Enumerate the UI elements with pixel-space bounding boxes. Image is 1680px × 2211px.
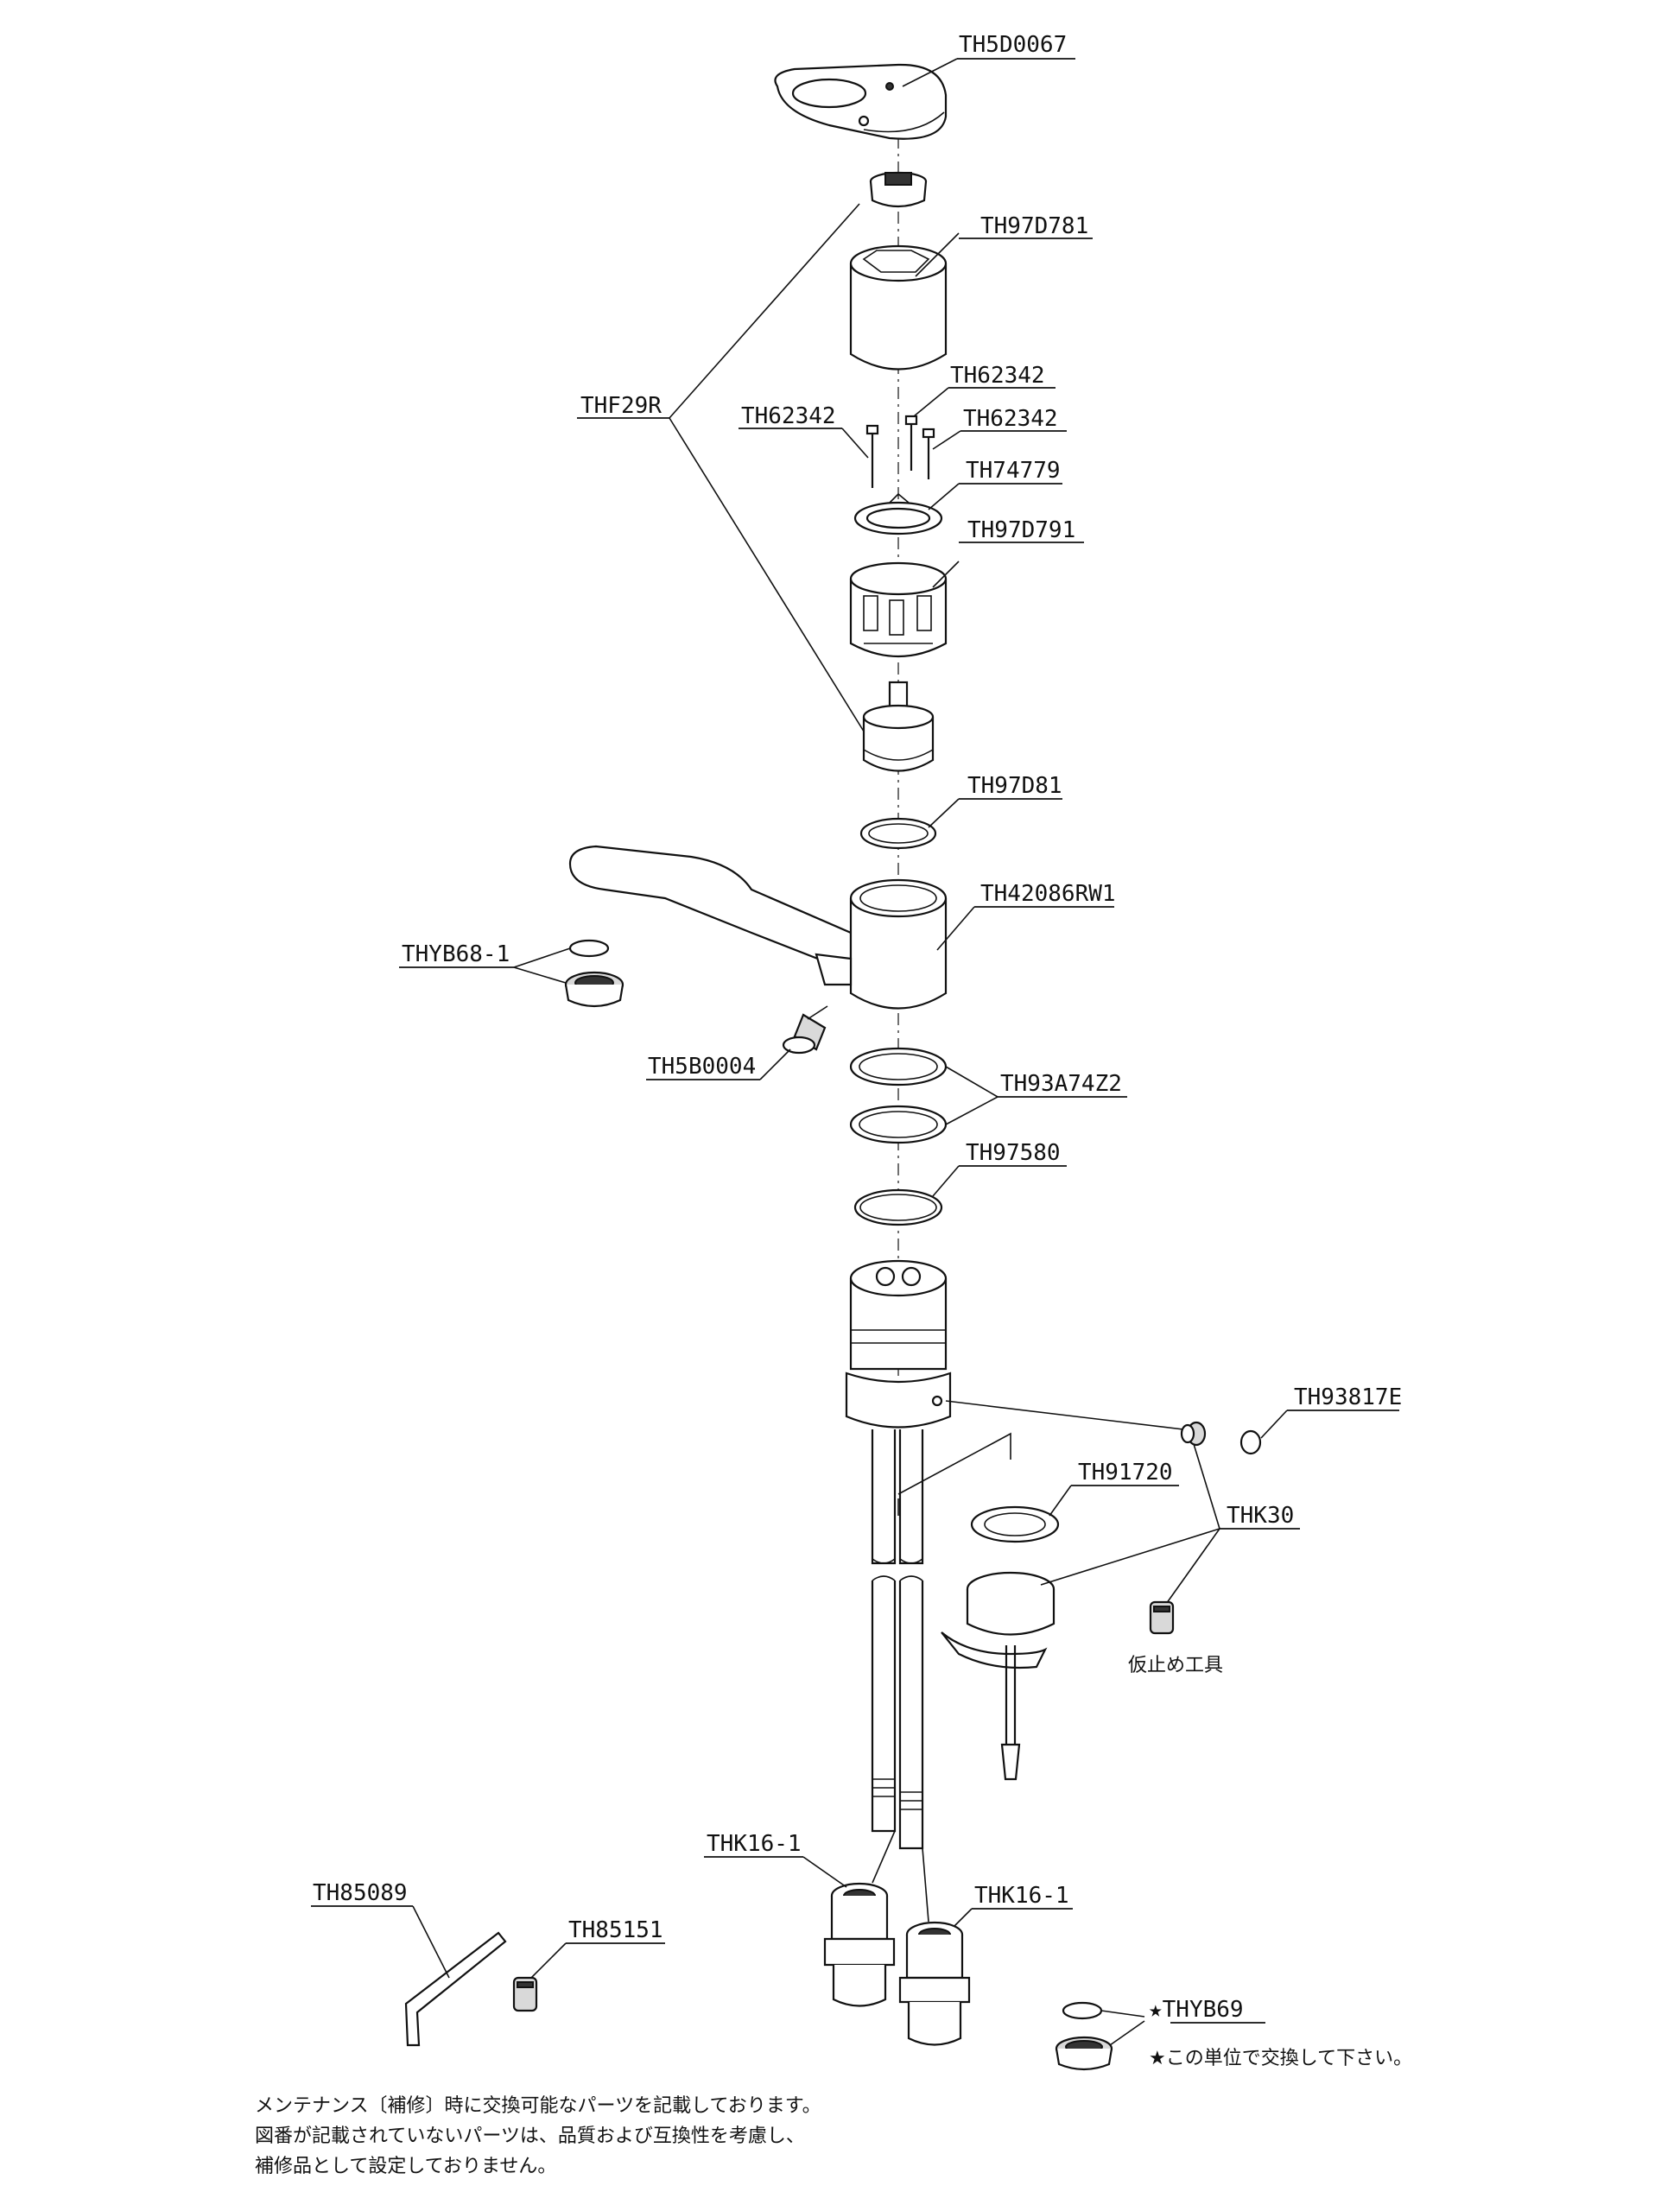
part-label-th62342-left: TH62342 bbox=[741, 403, 836, 429]
part-label-th5b0004: TH5B0004 bbox=[648, 1054, 756, 1080]
mounting-body-part bbox=[845, 1259, 952, 1429]
o-ring-part-upper bbox=[849, 1047, 948, 1086]
supply-hose-part-upper bbox=[871, 1429, 924, 1565]
supply-fitting-part-left bbox=[823, 1882, 896, 2007]
star-note: ★この単位で交換して下さい。 bbox=[1149, 2048, 1412, 2069]
part-label-th5d0067: TH5D0067 bbox=[959, 32, 1067, 58]
part-label-th97d81: TH97D81 bbox=[967, 773, 1062, 799]
spout-body-part bbox=[568, 845, 948, 1010]
cover-cylinder-part bbox=[849, 244, 948, 371]
check-valve-part bbox=[782, 1005, 828, 1055]
part-label-thyb69: ★THYB69 bbox=[1149, 1997, 1244, 2023]
screw-part-right bbox=[922, 428, 935, 479]
part-label-thk30: THK30 bbox=[1227, 1503, 1294, 1529]
washer-part bbox=[970, 1505, 1060, 1543]
aerator-part-yb69 bbox=[1055, 2036, 1113, 2071]
retainer-plate-part bbox=[853, 492, 943, 535]
part-label-th97580: TH97580 bbox=[966, 1140, 1061, 1166]
part-label-th74779: TH74779 bbox=[966, 458, 1061, 484]
temp-tool-label: 仮止め工具 bbox=[1128, 1655, 1223, 1676]
part-label-th62342-middle: TH62342 bbox=[950, 363, 1045, 389]
part-label-th91720: TH91720 bbox=[1078, 1460, 1173, 1486]
hex-key-part bbox=[404, 1931, 507, 2047]
set-screw-part bbox=[1180, 1421, 1207, 1447]
lever-handle-part bbox=[774, 63, 948, 140]
inner-housing-part bbox=[849, 561, 948, 657]
tool-bit-part bbox=[512, 1976, 538, 2012]
part-label-th85151: TH85151 bbox=[568, 1917, 663, 1943]
seal-ring-part bbox=[859, 817, 937, 850]
aerator-part bbox=[564, 971, 624, 1008]
part-label-thf29r: THF29R bbox=[580, 393, 662, 419]
supply-fitting-part-right bbox=[898, 1921, 971, 2046]
gasket-ring-part bbox=[853, 1188, 943, 1226]
cartridge-part bbox=[862, 681, 935, 772]
part-label-thyb68: THYB68-1 bbox=[402, 941, 510, 967]
part-label-th62342-right: TH62342 bbox=[963, 406, 1058, 432]
part-label-th97d791: TH97D791 bbox=[967, 517, 1075, 543]
footer-note-line-2: 図番が記載されていないパーツは、品質および互換性を考慮し、 bbox=[255, 2125, 805, 2147]
aerator-packing-part bbox=[568, 939, 610, 958]
o-ring-part-lower bbox=[849, 1105, 948, 1144]
footer-note-line-1: メンテナンス〔補修〕時に交換可能なパーツを記載しております。 bbox=[255, 2095, 821, 2117]
part-label-th93a74z2: TH93A74Z2 bbox=[1000, 1071, 1122, 1097]
mounting-guide-lines bbox=[897, 1432, 1011, 1516]
screw-part-left bbox=[865, 424, 879, 488]
mounting-bracket-part bbox=[941, 1571, 1056, 1781]
part-label-th85089: TH85089 bbox=[313, 1880, 408, 1906]
part-label-th93817e: TH93817E bbox=[1294, 1384, 1402, 1410]
part-label-thk16-left: THK16-1 bbox=[707, 1831, 802, 1857]
part-label-th97d781: TH97D781 bbox=[980, 213, 1088, 239]
part-label-thk16-right: THK16-1 bbox=[974, 1883, 1069, 1909]
cap-part bbox=[869, 171, 928, 208]
aerator-packing-part-yb69 bbox=[1062, 2001, 1103, 2020]
screw-part-middle bbox=[904, 415, 918, 471]
temporary-tool-part bbox=[1149, 1600, 1175, 1635]
supply-hose-part-lower bbox=[871, 1575, 924, 1850]
screw-cap-part bbox=[1239, 1429, 1262, 1455]
part-label-th42086rw1: TH42086RW1 bbox=[980, 881, 1116, 907]
footer-note-line-3: 補修品として設定しておりません。 bbox=[255, 2156, 556, 2177]
